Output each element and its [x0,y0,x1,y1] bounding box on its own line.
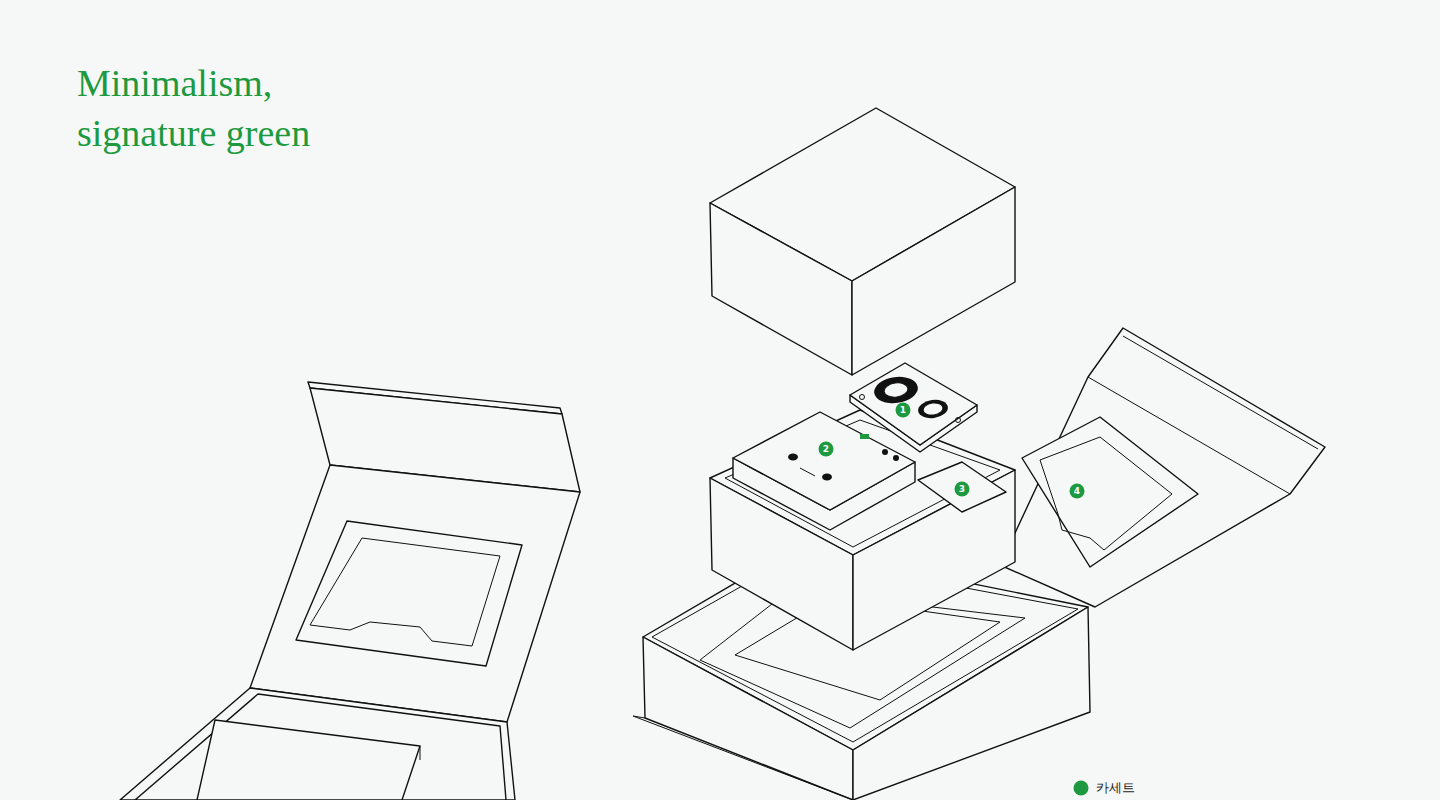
drawing-part [917,398,949,420]
drawing-part [883,381,909,398]
top-lid [710,108,1015,375]
cassette-tape [850,363,977,452]
callout-number: 2 [819,442,833,456]
drawing-part [310,538,500,646]
drawing-part [1074,781,1089,796]
open-lid-flap [1000,328,1325,607]
drawing-part [788,454,798,461]
drawing-part [860,395,865,400]
drawing-part [296,521,522,666]
drawing-part [250,465,580,722]
drawing-part [800,468,815,476]
inner-box [710,410,1015,650]
drawing-part [819,442,834,457]
card [918,462,1006,512]
drawing-part [956,418,961,423]
drawing-part [643,637,853,800]
part-name: 카세트 [1096,780,1135,796]
drawing-part [197,720,420,800]
callout-number: 1 [896,403,910,417]
drawing-part [896,403,911,418]
drawing-part [1040,437,1172,550]
drawing-part [922,402,943,417]
drawing-part [1000,328,1325,607]
drawing-part [853,607,1090,800]
drawing-part [710,203,852,375]
drawing-part [872,374,919,406]
drawing-part [860,434,869,439]
left-box [120,382,580,800]
drawing-part [1022,417,1198,567]
callout-dots [819,403,1089,796]
drawing-part [135,694,506,800]
drawing-part [893,455,899,461]
page-title: Minimalism, signature green [77,58,397,158]
drawing-part [822,474,832,481]
drawing-part [1070,484,1085,499]
drawing-part [955,482,970,497]
drawing-part [633,716,853,800]
drawing-part [420,746,421,760]
drawing-part [1123,336,1318,449]
drawing-part [882,449,888,455]
drawing-part [852,187,1015,375]
callout-number: 3 [955,482,969,496]
callout-number: 4 [1070,484,1084,498]
drawing-part [850,363,977,445]
drawing-part [120,688,515,800]
